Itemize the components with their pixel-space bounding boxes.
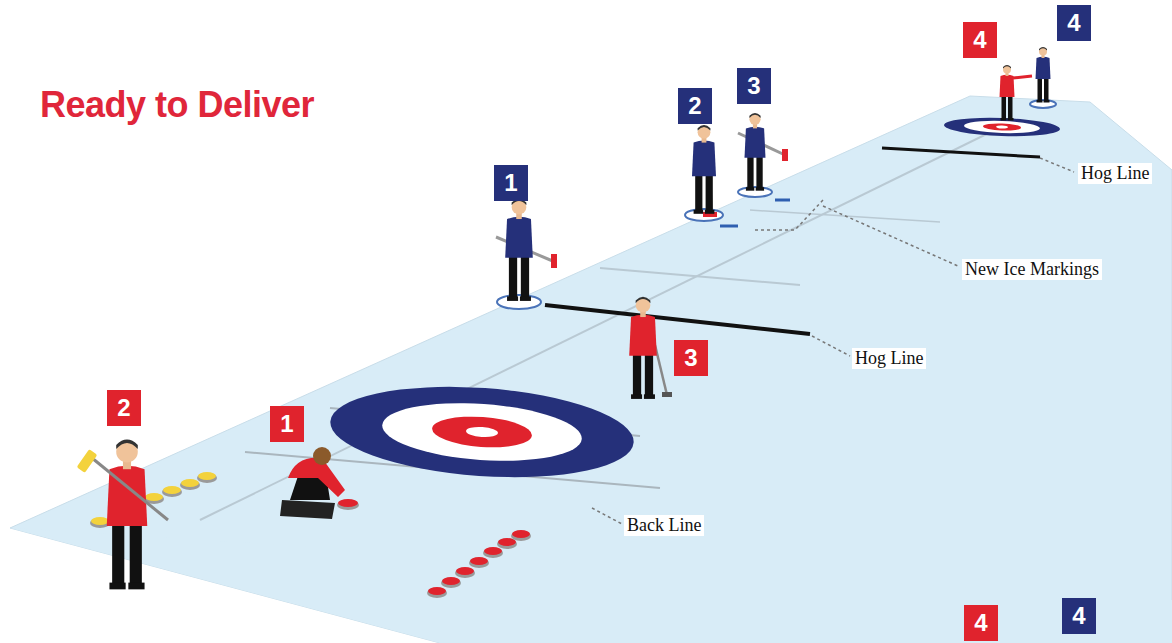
callout-number: 3 <box>674 340 708 376</box>
line-label: Hog Line <box>852 348 926 369</box>
callout-number: 4 <box>963 22 997 58</box>
callout-number: 4 <box>1062 598 1096 634</box>
callout-number: 2 <box>107 390 141 426</box>
diagram-title: Ready to Deliver <box>40 84 314 126</box>
callout-number: 4 <box>964 605 998 641</box>
callout-number: 3 <box>737 68 771 104</box>
line-label: Hog Line <box>1078 163 1152 184</box>
callout-number: 1 <box>270 406 304 442</box>
callout-number: 1 <box>494 165 528 201</box>
line-label: Back Line <box>624 515 704 536</box>
callout-number: 4 <box>1057 5 1091 41</box>
callout-number: 2 <box>678 88 712 124</box>
line-label: New Ice Markings <box>962 259 1102 280</box>
